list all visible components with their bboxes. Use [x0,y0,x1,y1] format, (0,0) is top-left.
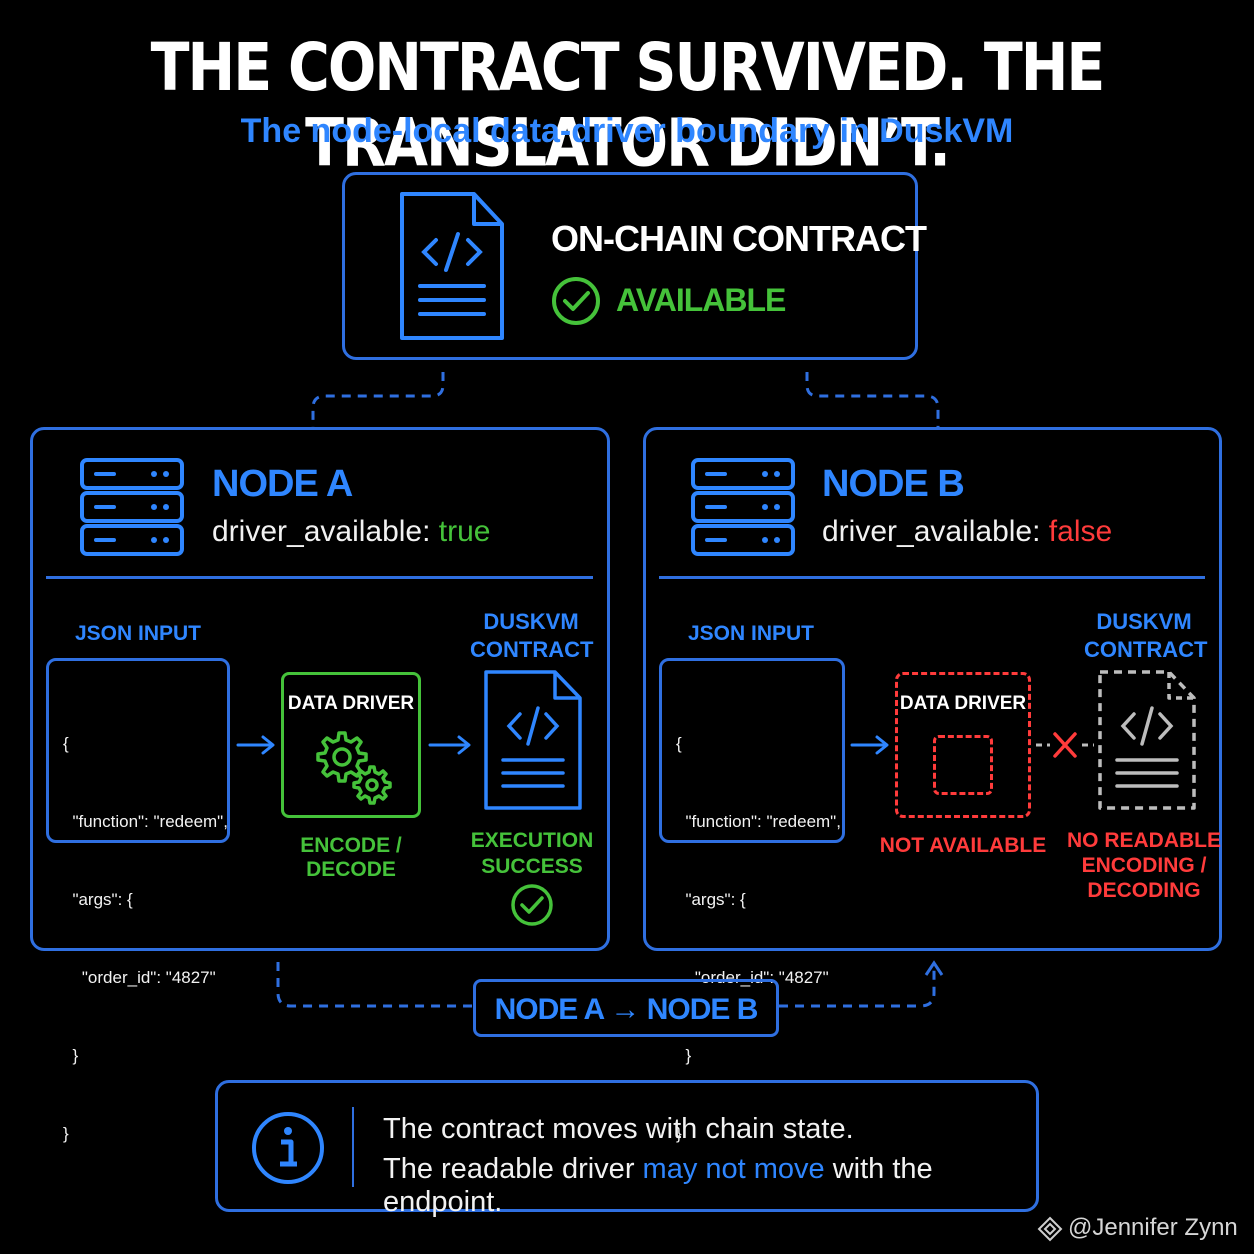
page-title: THE CONTRACT SURVIVED. THE TRANSLATOR DI… [150,30,1106,182]
info-line-2-start: The readable driver [383,1153,643,1185]
node-b-server-icon [691,458,795,556]
info-note-panel: The contract moves with chain state. The… [215,1080,1039,1218]
gears-icon [316,731,392,805]
result-line: ENCODING / [1081,854,1207,877]
contract-label-line: CONTRACT [1084,637,1208,662]
node-a-data-driver-box: DATA DRIVER [281,672,421,818]
info-line-2-end: with the endpoint. [383,1153,933,1218]
node-a-result: EXECUTION SUCCESS [462,828,602,880]
result-line: NO READABLE [1066,829,1221,852]
node-a-divider [46,576,593,579]
broken-link-x-icon [1036,732,1094,758]
result-line: EXECUTION [470,829,594,852]
info-divider [352,1107,354,1187]
code-line: { [676,734,682,753]
node-a-driver-status: driver_available: true [212,515,491,549]
code-line: } [676,1124,682,1143]
code-line: "function": "redeem", [676,812,841,831]
node-b-driver-status: driver_available: false [822,515,1112,549]
node-a-title: NODE A [212,463,353,505]
info-line-2: The readable driver may not move with th… [383,1153,1036,1219]
node-a-panel [30,427,610,951]
code-line: "args": { [676,890,746,909]
migration-badge: NODE A → NODE B [473,979,779,1037]
code-line: "args": { [63,890,133,909]
node-a-arrow-2-icon [428,735,471,755]
contract-label-line: DUSKVM [1096,609,1192,634]
node-b-data-driver-box: DATA DRIVER [895,672,1031,818]
contract-status: AVAILABLE [616,282,786,318]
watermark-logo-icon [1037,1216,1063,1242]
connector-migration-node-b [779,970,936,1008]
node-a-contract-label: DUSKVM CONTRACT [470,608,594,664]
code-line: } [676,1046,692,1065]
connector-node-a-migration [276,962,472,1008]
contract-heading: ON-CHAIN CONTRACT [551,218,927,259]
result-line: SUCCESS [481,855,583,878]
node-b-title: NODE B [822,463,965,505]
connector-contract-node-b [805,372,940,428]
on-chain-contract-panel [342,172,918,360]
node-b-contract-document-icon [1098,670,1196,810]
page-subtitle: The node-local data-driver boundary in D… [240,112,1014,150]
node-b-driver-box-label: DATA DRIVER [899,693,1027,714]
info-line-1: The contract moves with chain state. [383,1113,854,1145]
missing-driver-icon [933,735,993,795]
contract-available-check-icon [552,277,600,325]
node-b-panel [643,427,1222,951]
code-line: "order_id": "4827" [676,968,829,987]
contract-label-line: CONTRACT [470,637,594,662]
node-b-driver-caption: NOT AVAILABLE [879,834,1047,857]
node-b-contract-label: DUSKVM CONTRACT [1084,608,1208,664]
node-b-driver-key: driver_available: [822,515,1049,548]
migration-arrowhead-icon [924,960,944,976]
node-b-divider [659,576,1205,579]
node-b-driver-value: false [1048,515,1113,548]
node-b-json-code: { "function": "redeem", "args": { "order… [676,679,841,1199]
node-a-json-label: JSON INPUT [74,622,202,645]
info-line-2-highlight: may not move [642,1153,825,1185]
code-line: "function": "redeem", [63,812,228,831]
node-a-success-check-icon [511,884,553,926]
result-line: DECODING [1087,879,1201,902]
code-line: } [63,1046,79,1065]
node-a-driver-value: true [438,515,491,548]
watermark-text: @Jennifer Zynn [1068,1214,1238,1241]
node-a-server-icon [80,458,184,556]
code-line: "order_id": "4827" [63,968,216,987]
node-b-json-box: { "function": "redeem", "args": { "order… [659,658,845,1143]
node-a-driver-key: driver_available: [212,515,439,548]
node-a-arrow-1-icon [236,735,275,755]
node-a-json-code: { "function": "redeem", "args": { "order… [63,679,228,1199]
migration-label: NODE A → NODE B [494,993,759,1026]
info-icon [252,1112,324,1184]
connector-contract-node-a [311,372,445,428]
node-a-contract-document-icon [484,670,582,810]
code-line: { [63,734,69,753]
code-line: } [63,1124,69,1143]
node-b-json-label: JSON INPUT [687,622,815,645]
contract-label-line: DUSKVM [483,609,579,634]
node-a-json-box: { "function": "redeem", "args": { "order… [46,658,230,1143]
contract-document-icon [400,192,504,340]
node-b-result: NO READABLE ENCODING / DECODING [1064,828,1224,903]
node-b-arrow-icon [850,735,889,755]
node-a-driver-caption: ENCODE / DECODE [300,834,402,881]
node-a-driver-box-label: DATA DRIVER [287,693,415,714]
